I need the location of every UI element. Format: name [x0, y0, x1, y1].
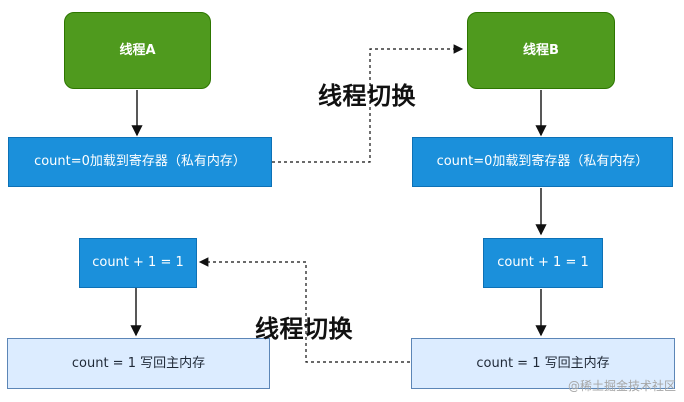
left-write-label: count = 1 写回主内存: [71, 355, 206, 371]
thread-b-node: 线程B: [467, 12, 615, 89]
thread-a-label: 线程A: [119, 42, 156, 58]
thread-a-node: 线程A: [64, 12, 211, 89]
right-write-label: count = 1 写回主内存: [476, 355, 610, 371]
thread-b-label: 线程B: [523, 42, 559, 58]
switch-arrow-top: [272, 44, 464, 163]
right-load-label: count=0加载到寄存器（私有内存）: [436, 154, 649, 170]
left-load-label: count=0加载到寄存器（私有内存）: [34, 154, 246, 170]
right-add-label: count + 1 = 1: [497, 255, 589, 271]
watermark: @稀土掘金技术社区: [567, 379, 676, 393]
right-write-node: count = 1 写回主内存: [411, 338, 675, 389]
left-load-node: count=0加载到寄存器（私有内存）: [8, 137, 272, 187]
thread-switch-label-top: 线程切换: [318, 82, 416, 110]
right-add-node: count + 1 = 1: [483, 238, 603, 288]
left-add-node: count + 1 = 1: [79, 238, 197, 288]
left-write-node: count = 1 写回主内存: [7, 338, 270, 389]
right-load-node: count=0加载到寄存器（私有内存）: [412, 137, 673, 187]
left-add-label: count + 1 = 1: [92, 255, 184, 271]
thread-switch-label-bottom: 线程切换: [255, 315, 353, 343]
